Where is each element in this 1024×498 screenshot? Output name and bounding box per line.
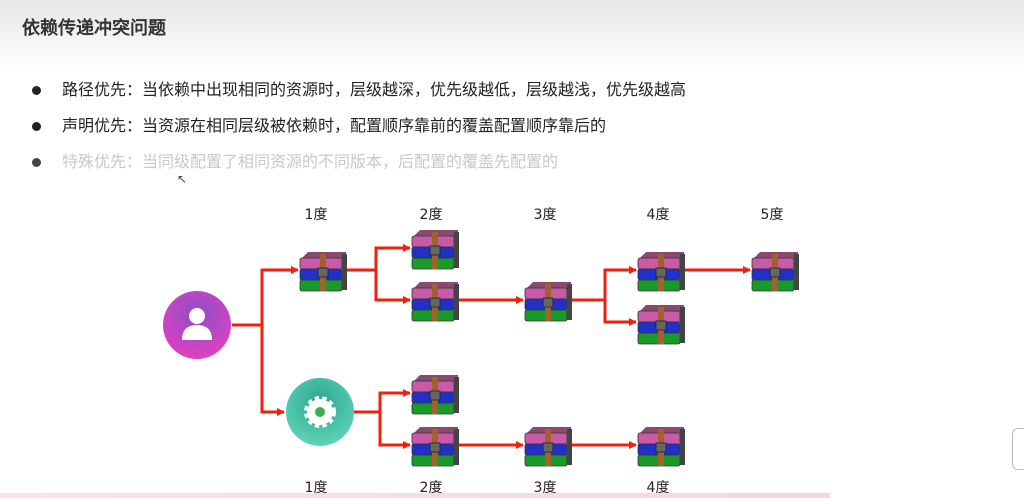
header-background xyxy=(0,0,1024,70)
mouse-cursor-icon: ↖ xyxy=(177,172,188,186)
bullet-text: 声明优先：当资源在相同层级被依赖时，配置顺序靠前的覆盖配置顺序靠后的 xyxy=(62,116,607,135)
archive-icon-top-4b xyxy=(637,304,686,345)
archive-icon-bottom-2a xyxy=(411,374,460,415)
user-icon xyxy=(182,308,212,340)
top-level-label-2: 2度 xyxy=(419,207,443,223)
gear-icon xyxy=(304,396,336,428)
top-level-label-3: 3度 xyxy=(533,207,557,223)
side-panel-handle[interactable] xyxy=(1012,428,1024,470)
bullet-special-priority: 特殊优先：当同级配置了相同资源的不同版本，后配置的覆盖先配置的 xyxy=(32,150,686,186)
archive-icon-top-2a xyxy=(411,229,460,270)
archive-icon-top-3 xyxy=(524,281,573,322)
bullet-dot-icon xyxy=(32,86,41,95)
user-node xyxy=(163,291,231,359)
bottom-level-label-2: 2度 xyxy=(419,480,443,496)
top-level-label-1: 1度 xyxy=(304,207,328,223)
gear-node xyxy=(286,378,354,446)
bullet-path-priority: 路径优先：当依赖中出现相同的资源时，层级越深，优先级越低，层级越浅，优先级越高 xyxy=(32,78,686,114)
archive-icon-bottom-2b xyxy=(411,426,460,467)
bottom-level-label-3: 3度 xyxy=(533,480,557,496)
bottom-level-label-1: 1度 xyxy=(304,480,328,496)
top-level-label-5: 5度 xyxy=(760,207,784,223)
bottom-level-label-4: 4度 xyxy=(646,480,670,496)
archive-icon-top-1 xyxy=(299,251,348,292)
archive-icon-top-5 xyxy=(751,251,800,292)
bullet-list: 路径优先：当依赖中出现相同的资源时，层级越深，优先级越低，层级越浅，优先级越高 … xyxy=(32,78,686,186)
slide-title: 依赖传递冲突问题 xyxy=(22,18,166,39)
bullet-dot-icon xyxy=(32,122,41,131)
archive-icon-bottom-3 xyxy=(524,426,573,467)
bottom-progress-strip xyxy=(0,493,830,498)
archive-icon-top-4a xyxy=(637,251,686,292)
bullet-declaration-priority: 声明优先：当资源在相同层级被依赖时，配置顺序靠前的覆盖配置顺序靠后的 xyxy=(32,114,686,150)
bullet-text: 特殊优先：当同级配置了相同资源的不同版本，后配置的覆盖先配置的 xyxy=(62,152,559,171)
archive-icon-bottom-4 xyxy=(637,426,686,467)
bullet-text: 路径优先：当依赖中出现相同的资源时，层级越深，优先级越低，层级越浅，优先级越高 xyxy=(62,80,687,99)
top-level-label-4: 4度 xyxy=(646,207,670,223)
connector-lines xyxy=(232,244,751,449)
archive-icon-top-2b xyxy=(411,281,460,322)
bullet-dot-icon xyxy=(32,158,41,167)
